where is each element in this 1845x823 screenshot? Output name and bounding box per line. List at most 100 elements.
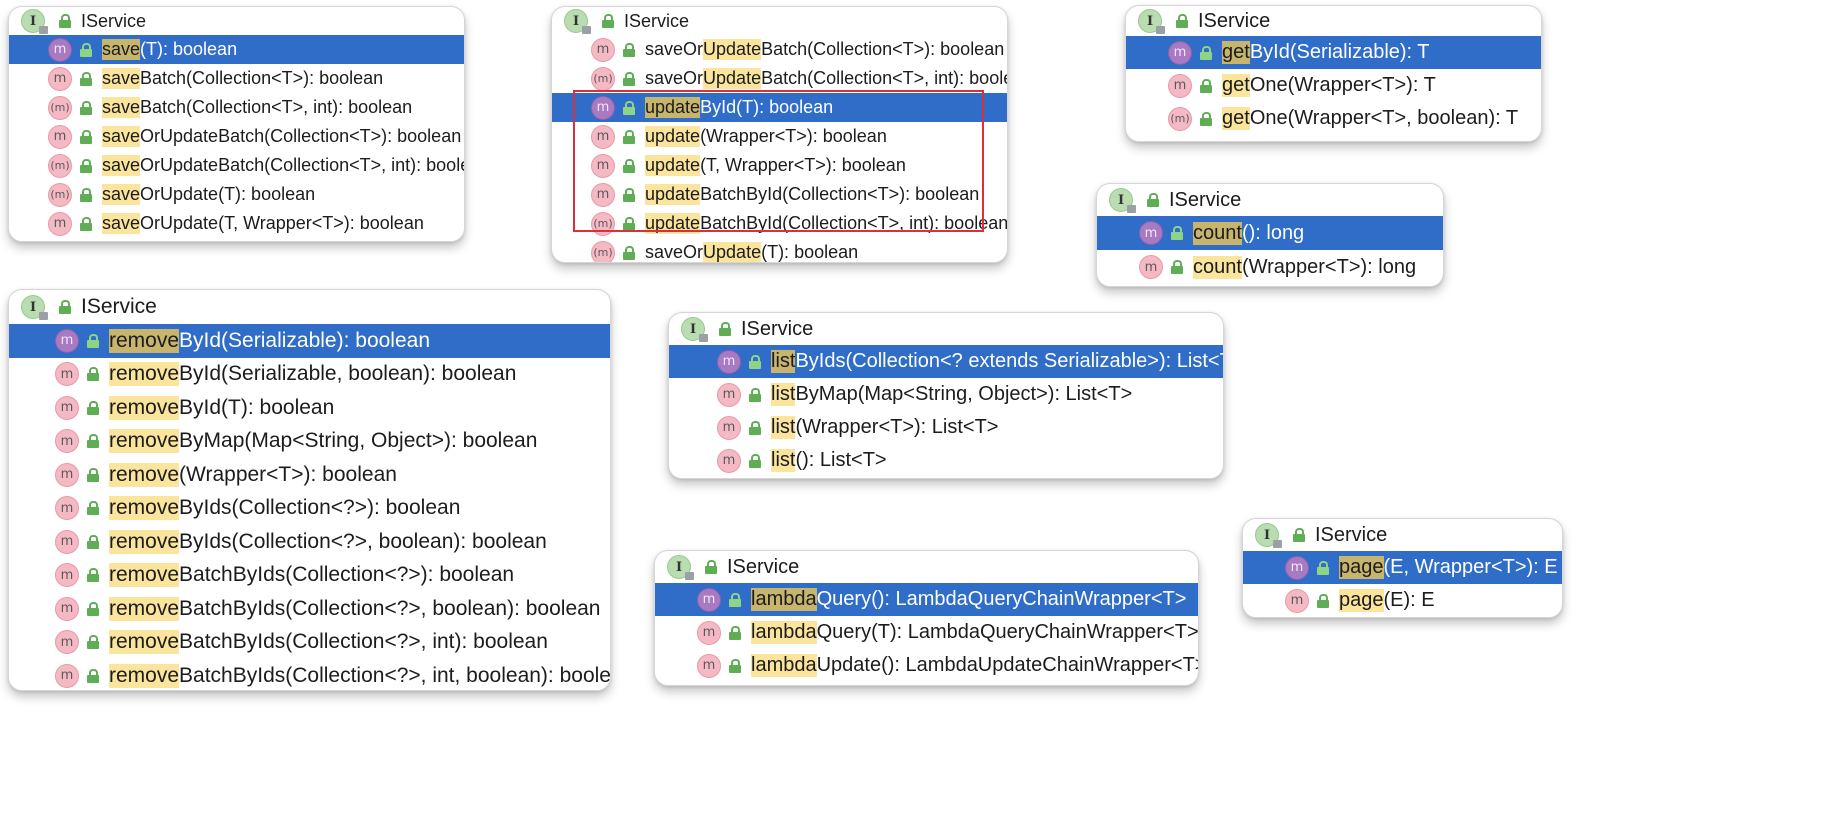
popup-title: IService xyxy=(1198,9,1271,32)
matched-prefix: remove xyxy=(109,429,180,454)
interface-icon: I xyxy=(1255,523,1282,548)
public-lock-icon xyxy=(1171,226,1183,240)
public-lock-icon xyxy=(749,354,761,369)
public-lock-icon xyxy=(80,129,92,144)
public-lock-icon xyxy=(80,42,92,57)
matched-prefix: remove xyxy=(109,663,180,688)
public-lock-icon xyxy=(1200,111,1212,126)
matched-prefix: lambda xyxy=(751,588,817,611)
method-icon: m xyxy=(591,182,615,207)
public-lock-icon xyxy=(87,400,99,415)
method-icon: m xyxy=(1139,221,1163,245)
matched-prefix: list xyxy=(771,383,796,406)
method-signature: ByIds(Collection<? extends Serializable>… xyxy=(795,350,1224,372)
public-lock-icon xyxy=(623,129,635,144)
public-lock-icon xyxy=(87,501,99,516)
public-lock-icon xyxy=(87,568,99,583)
public-lock-icon xyxy=(87,434,99,449)
method-signature: BatchByIds(Collection<?>): boolean xyxy=(179,563,515,587)
matched-prefix: remove xyxy=(109,630,180,655)
matched-prefix: remove xyxy=(109,563,180,588)
method-signature: Update(): LambdaUpdateChainWrapper<T> xyxy=(816,654,1199,676)
method-signature: (E, Wrapper<T>): E xyxy=(1383,556,1558,578)
method-signature: Batch(Collection<T>, int): boolean xyxy=(140,97,413,117)
matched-prefix: update xyxy=(645,184,701,205)
public-lock-icon xyxy=(1200,78,1212,93)
public-lock-icon xyxy=(623,245,635,260)
matched-prefix: remove xyxy=(109,529,180,554)
method-signature: BatchByIds(Collection<?>, boolean): bool… xyxy=(179,596,601,620)
method-icon: m xyxy=(591,124,615,149)
method-icon: m xyxy=(1285,588,1309,613)
method-signature: BatchByIds(Collection<?>, int, boolean):… xyxy=(179,663,611,687)
method-icon: m xyxy=(55,328,79,353)
method-signature: (Wrapper<T>): long xyxy=(1241,255,1417,278)
public-lock-icon xyxy=(1317,560,1329,575)
interface-icon: I xyxy=(1109,188,1136,213)
public-lock-icon xyxy=(623,42,635,57)
method-icon: m xyxy=(697,620,721,645)
method-signature: BatchById(Collection<T>, int): boolean xyxy=(700,213,1008,233)
public-lock-icon xyxy=(729,592,741,607)
matched-prefix: update xyxy=(645,213,701,234)
public-lock-icon xyxy=(87,635,99,650)
method-name-part: saveOr xyxy=(645,242,704,262)
method-icon: m xyxy=(55,462,79,487)
interface-icon: I xyxy=(667,555,694,580)
method-signature: (T): boolean xyxy=(140,39,238,59)
method-signature: (T): boolean xyxy=(761,242,859,262)
method-icon: m xyxy=(1168,40,1192,65)
matched-prefix: Update xyxy=(703,68,762,89)
method-icon: m xyxy=(717,349,741,374)
method-signature: ById(Serializable): T xyxy=(1249,41,1430,63)
method-signature: OrUpdate(T): boolean xyxy=(140,184,316,204)
